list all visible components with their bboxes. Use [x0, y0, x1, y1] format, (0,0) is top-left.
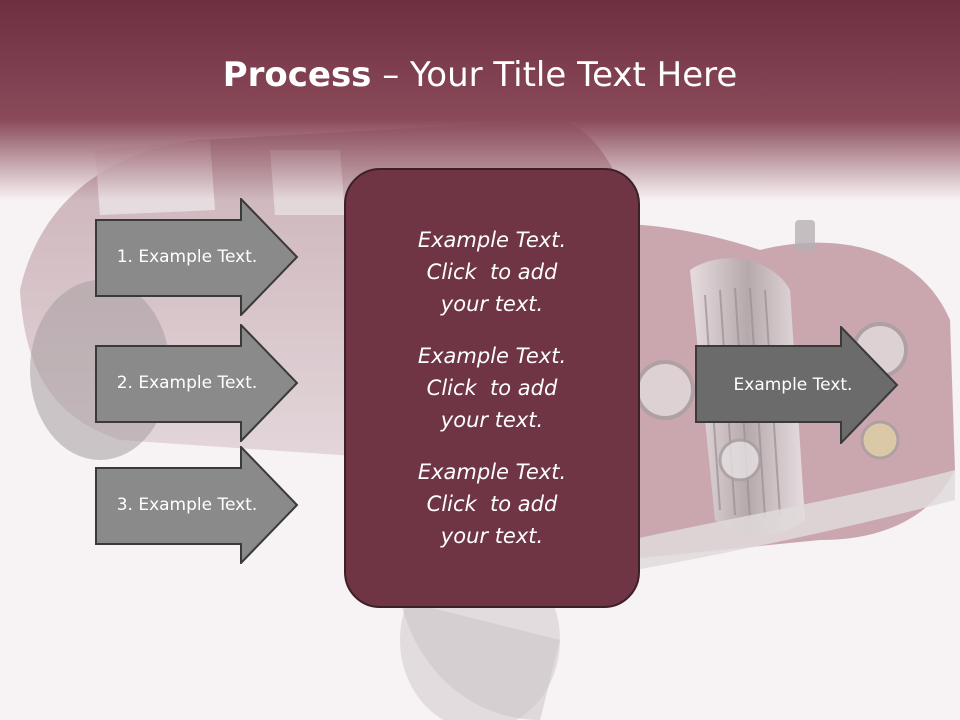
center-text-block-1: Example Text. Click to add your text.: [362, 224, 622, 320]
arrow-right-shape-icon: [95, 446, 299, 564]
left-step-arrow-1[interactable]: 1. Example Text.: [95, 198, 299, 316]
center-text-line: your text.: [440, 524, 544, 548]
arrow-right-shape-icon: [95, 198, 299, 316]
center-text-line: Example Text.: [417, 228, 567, 252]
right-step-label: Example Text.: [733, 375, 853, 395]
center-text-line: your text.: [440, 292, 544, 316]
center-text-line: your text.: [440, 408, 544, 432]
center-text-block-3: Example Text. Click to add your text.: [362, 456, 622, 552]
left-step-label: 1. Example Text.: [116, 247, 258, 267]
title-bold-part: Process: [222, 55, 372, 95]
arrow-right-shape-icon: [695, 326, 899, 444]
center-text-line: Example Text.: [417, 460, 567, 484]
center-content-box[interactable]: Example Text. Click to add your text. Ex…: [344, 168, 640, 608]
left-step-label: 3. Example Text.: [116, 495, 258, 515]
right-step-arrow[interactable]: Example Text.: [695, 326, 899, 444]
center-text-line: Click to add: [426, 376, 558, 400]
left-step-arrow-3[interactable]: 3. Example Text.: [95, 446, 299, 564]
title-rest-part: – Your Title Text Here: [371, 55, 738, 95]
center-text-line: Example Text.: [417, 344, 567, 368]
arrow-right-shape-icon: [95, 324, 299, 442]
header-band: [0, 0, 960, 200]
center-text-line: Click to add: [426, 260, 558, 284]
center-text-block-2: Example Text. Click to add your text.: [362, 340, 622, 436]
left-step-label: 2. Example Text.: [116, 373, 258, 393]
slide-title: Process – Your Title Text Here: [0, 52, 960, 98]
left-step-arrow-2[interactable]: 2. Example Text.: [95, 324, 299, 442]
center-text-line: Click to add: [426, 492, 558, 516]
